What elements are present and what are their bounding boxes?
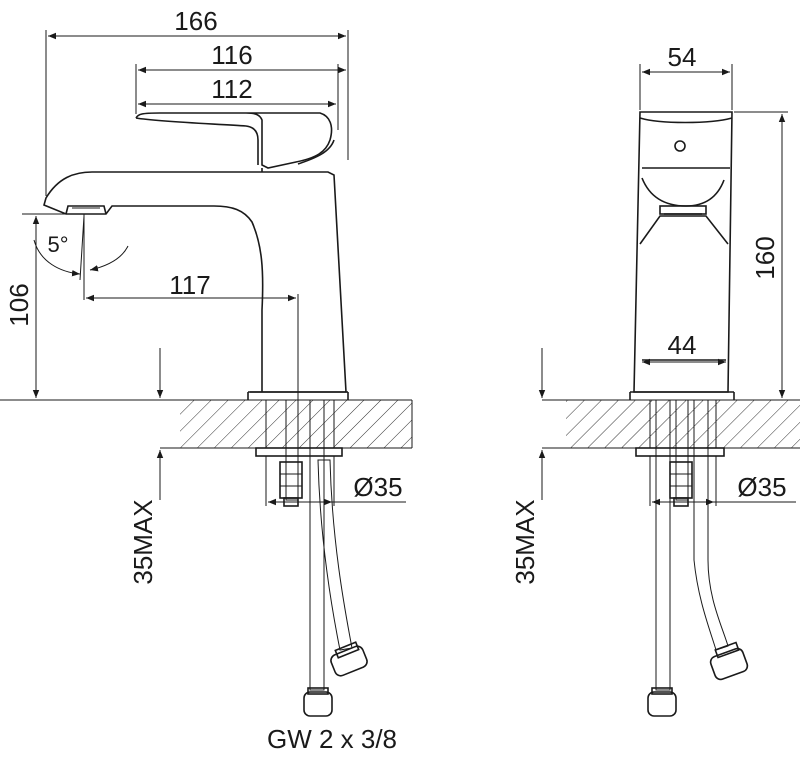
faucet-handle-side bbox=[135, 112, 333, 169]
dim-width-top: 54 bbox=[668, 42, 697, 72]
front-view: 54 160 44 Ø35 35MAX bbox=[510, 42, 800, 717]
side-view: 166 116 112 106 117 5° bbox=[0, 6, 413, 717]
hose-left-1 bbox=[309, 399, 325, 691]
countertop-left bbox=[180, 400, 412, 448]
dim-max-thickness-right: 35MAX bbox=[510, 499, 540, 584]
dim-handle-length: 116 bbox=[211, 40, 252, 70]
connection-caption: GW 2 x 3/8 bbox=[267, 724, 397, 754]
dim-max-thickness-left: 35MAX bbox=[128, 499, 158, 584]
hose-left-2 bbox=[317, 459, 353, 651]
dim-handle-inner: 112 bbox=[211, 74, 252, 104]
dim-pipe-dia-left: Ø35 bbox=[353, 472, 402, 502]
dim-total-length: 166 bbox=[174, 6, 217, 36]
dim-width-base: 44 bbox=[668, 330, 697, 360]
dim-spout-height: 106 bbox=[4, 283, 34, 326]
dim-pipe-dia-right: Ø35 bbox=[737, 472, 786, 502]
faucet-body-side bbox=[43, 171, 347, 393]
hose-right-1 bbox=[655, 399, 671, 691]
dim-height-total: 160 bbox=[750, 236, 780, 279]
dim-spout-reach: 117 bbox=[169, 270, 210, 300]
countertop-right bbox=[566, 400, 800, 448]
dim-angle: 5° bbox=[47, 232, 68, 257]
